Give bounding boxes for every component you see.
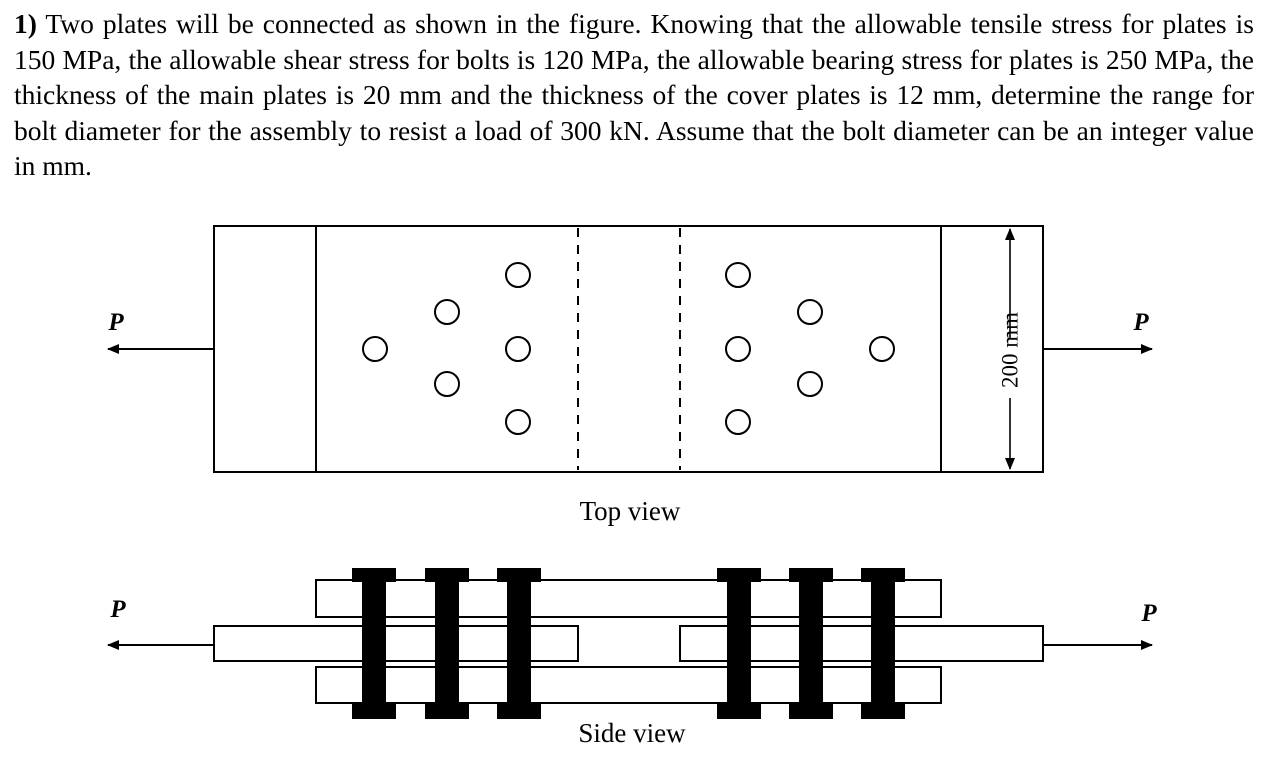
bolt — [861, 568, 905, 719]
problem-number: 1) — [14, 8, 37, 39]
load-label-side-left: P — [109, 596, 126, 623]
bolt-hole — [797, 371, 823, 397]
cover-plate-bottom — [315, 666, 942, 704]
bolt-hole — [725, 262, 751, 288]
bolt-hole — [505, 409, 531, 435]
width-dimension-label: 200 mm — [998, 312, 1023, 388]
top-view-outline — [213, 225, 1044, 473]
side-view — [107, 568, 1153, 719]
top-view-caption: Top view — [580, 496, 681, 526]
bolt-hole — [797, 299, 823, 325]
bolt-hole — [434, 299, 460, 325]
bolt-hole — [869, 336, 895, 362]
load-label-top-left: P — [107, 309, 124, 336]
bolt-hole — [725, 409, 751, 435]
load-label-side-right: P — [1140, 600, 1157, 627]
bolt — [352, 568, 396, 719]
bolt-hole — [505, 262, 531, 288]
bolt-hole — [725, 336, 751, 362]
bolt — [789, 568, 833, 719]
side-view-caption: Side view — [578, 718, 686, 748]
cover-plate-top — [315, 579, 942, 618]
bolt-hole — [362, 336, 388, 362]
top-view — [107, 225, 1153, 473]
bolt — [497, 568, 541, 719]
bolt-hole — [505, 336, 531, 362]
problem-statement: 1) Two plates will be connected as shown… — [14, 6, 1254, 184]
bolt — [717, 568, 761, 719]
bolt — [425, 568, 469, 719]
load-label-top-right: P — [1132, 309, 1149, 336]
bolt-hole — [434, 371, 460, 397]
problem-text: Two plates will be connected as shown in… — [14, 8, 1254, 181]
